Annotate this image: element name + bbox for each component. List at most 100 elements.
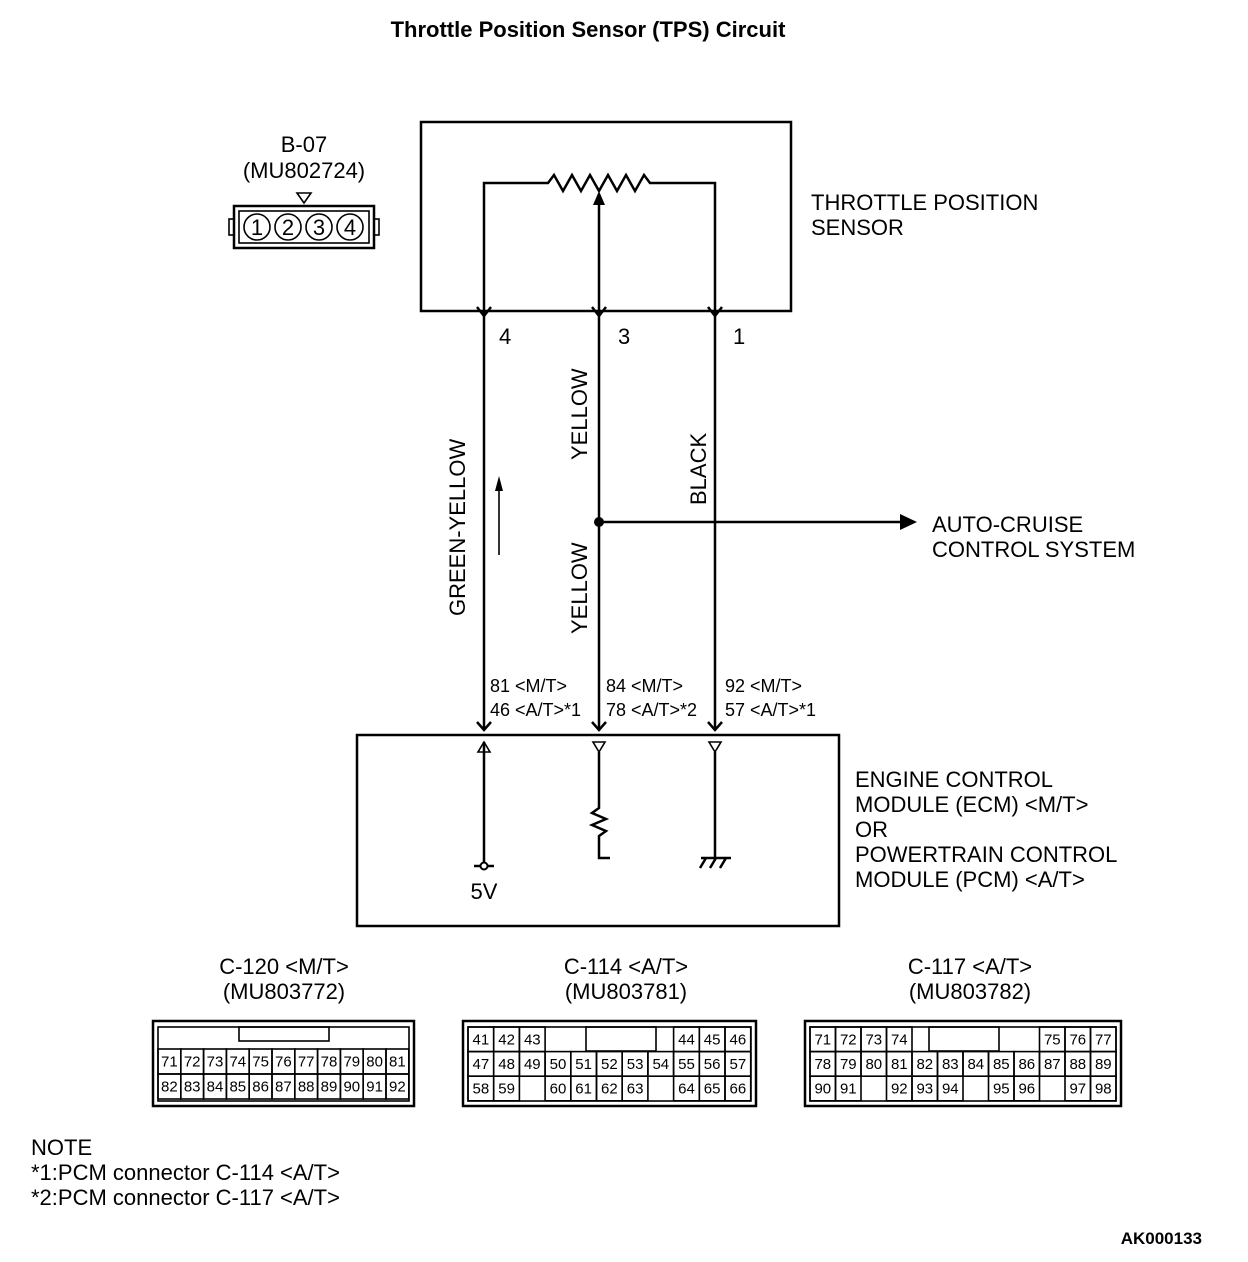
connector-pin-cell: 87 [1038, 1050, 1066, 1077]
supply-5v-arrowhead [476, 740, 492, 753]
connector-pin-number: 77 [1095, 1031, 1112, 1048]
connector-pin-cell: 77 [293, 1048, 319, 1075]
connector-pin-number: 54 [652, 1056, 669, 1073]
connector-pin-number: 76 [275, 1054, 292, 1071]
connector-pin-cell: 85 [225, 1073, 250, 1100]
connector-pin-cell: 90 [809, 1075, 837, 1102]
connector-pin-cell: 87 [271, 1073, 296, 1100]
ecm-label: ENGINE CONTROL [855, 767, 1053, 792]
ecm-label: MODULE (ECM) <M/T> [855, 792, 1088, 817]
connector-pin-cell: 45 [698, 1026, 726, 1053]
connector-pin-number: 62 [601, 1081, 618, 1098]
supply-5v-node [479, 861, 489, 871]
connector-pin-cell: 78 [316, 1048, 342, 1075]
connector-pin-cell: 92 [885, 1075, 913, 1102]
connector-pin-number: 73 [865, 1031, 882, 1048]
ecm-box [355, 733, 841, 928]
connector-pin-number: 52 [601, 1056, 618, 1073]
connector-pin-number: 72 [840, 1031, 857, 1048]
connector-pin-number: 66 [730, 1081, 747, 1098]
connector-pin-cell: 73 [860, 1026, 888, 1053]
terminal-number: 81 <M/T> [490, 676, 567, 696]
connector-pin-cell: 78 [809, 1050, 837, 1077]
ecm-terminal-mark [591, 721, 607, 732]
wire-color-label: YELLOW [567, 542, 592, 634]
connector-pin-cell: 93 [911, 1075, 939, 1102]
connector-pin-cell: 76 [1064, 1026, 1092, 1053]
connector-pin-number: 77 [298, 1054, 315, 1071]
connector-pin-number: 80 [865, 1056, 882, 1073]
signal-direction-arrowhead [495, 476, 503, 491]
connector-pin-cell: 66 [724, 1075, 752, 1102]
connector-pin-cell: 75 [1038, 1026, 1066, 1053]
connector-pin-cell: 83 [936, 1050, 964, 1077]
connector-pin: 4 [336, 213, 364, 241]
ecm-terminal-mark [476, 721, 492, 732]
wire-color-label: GREEN-YELLOW [445, 439, 470, 616]
supply-5v-label: 5V [471, 879, 498, 904]
connector-pin-number: 76 [1069, 1031, 1086, 1048]
connector-c120-name: C-120 <M/T> [219, 954, 349, 979]
connector-pin-number: 92 [891, 1081, 908, 1098]
connector-pin-number: 75 [1044, 1031, 1061, 1048]
connector-id: B-07 [281, 132, 327, 157]
connector-pin-cell: 58 [467, 1075, 495, 1102]
svg-text:4: 4 [344, 215, 356, 240]
ecm-label: OR [855, 817, 888, 842]
connector-pin-number: 97 [1069, 1081, 1086, 1098]
connector-pin-number: 87 [275, 1079, 292, 1096]
connector-pin-number: 49 [524, 1056, 541, 1073]
connector-pin-number: 46 [730, 1031, 747, 1048]
terminal-number: 57 <A/T>*1 [725, 700, 816, 720]
connector-pin-number: 85 [993, 1056, 1010, 1073]
connector-pin-number: 42 [498, 1031, 515, 1048]
svg-text:2: 2 [282, 215, 294, 240]
connector-pin-cell: 50 [544, 1050, 572, 1077]
note-line: *2:PCM connector C-117 <A/T> [31, 1185, 340, 1210]
ground-icon [698, 856, 731, 869]
connector-pin-cell: 73 [202, 1048, 228, 1075]
svg-text:1: 1 [251, 215, 263, 240]
connector-pin-number: 86 [1018, 1056, 1035, 1073]
connector-pin-number: 82 [161, 1079, 178, 1096]
connector-pin-cell: 60 [544, 1075, 572, 1102]
connector-pin-cell: 88 [293, 1073, 319, 1100]
connector-pin-number: 86 [252, 1079, 269, 1096]
connector-pin-number: 44 [678, 1031, 695, 1048]
ecm-terminal-mark [707, 721, 723, 732]
connector-pin-number: 85 [229, 1079, 246, 1096]
connector-pin-cell: 86 [1013, 1050, 1041, 1077]
connector-pin-number: 71 [814, 1031, 831, 1048]
connector-pin-number: 45 [704, 1031, 721, 1048]
connector-pin-cell: 84 [202, 1073, 228, 1100]
connector-c114-part: (MU803781) [565, 979, 687, 1004]
connector-pin-number: 51 [575, 1056, 592, 1073]
connector-pin-number: 78 [814, 1056, 831, 1073]
note-heading: NOTE [31, 1135, 92, 1160]
connector-c117-name: C-117 <A/T> [908, 954, 1032, 979]
pin-number-1: 1 [733, 324, 745, 349]
connector-pin-number: 82 [916, 1056, 933, 1073]
connector-pin-number: 72 [184, 1054, 201, 1071]
sensor-label: SENSOR [811, 215, 904, 240]
connector-pin-number: 57 [730, 1056, 747, 1073]
connector-pin-cell: 74 [885, 1026, 913, 1053]
connector-part-number: (MU802724) [243, 158, 365, 183]
pin-number-3: 3 [618, 324, 630, 349]
connector-pin-cell: 91 [834, 1075, 862, 1102]
connector-pin-number: 61 [575, 1081, 592, 1098]
sensor-box [419, 120, 793, 313]
connector-pin-cell: 80 [362, 1048, 387, 1075]
connector-pin-number: 87 [1044, 1056, 1061, 1073]
connector-pin-cell: 88 [1064, 1050, 1092, 1077]
connector-pin-cell: 61 [569, 1075, 598, 1102]
connector-pin-cell: 80 [860, 1050, 888, 1077]
terminal-number: 78 <A/T>*2 [606, 700, 697, 720]
connector-pin-cell: 94 [936, 1075, 964, 1102]
connector-pin-cell: 71 [157, 1048, 182, 1075]
connector-pin-number: 80 [366, 1054, 383, 1071]
connector-pin-cell: 82 [157, 1073, 182, 1100]
auto-cruise-label: CONTROL SYSTEM [932, 537, 1135, 562]
connector-pin-cell: 48 [492, 1050, 521, 1077]
